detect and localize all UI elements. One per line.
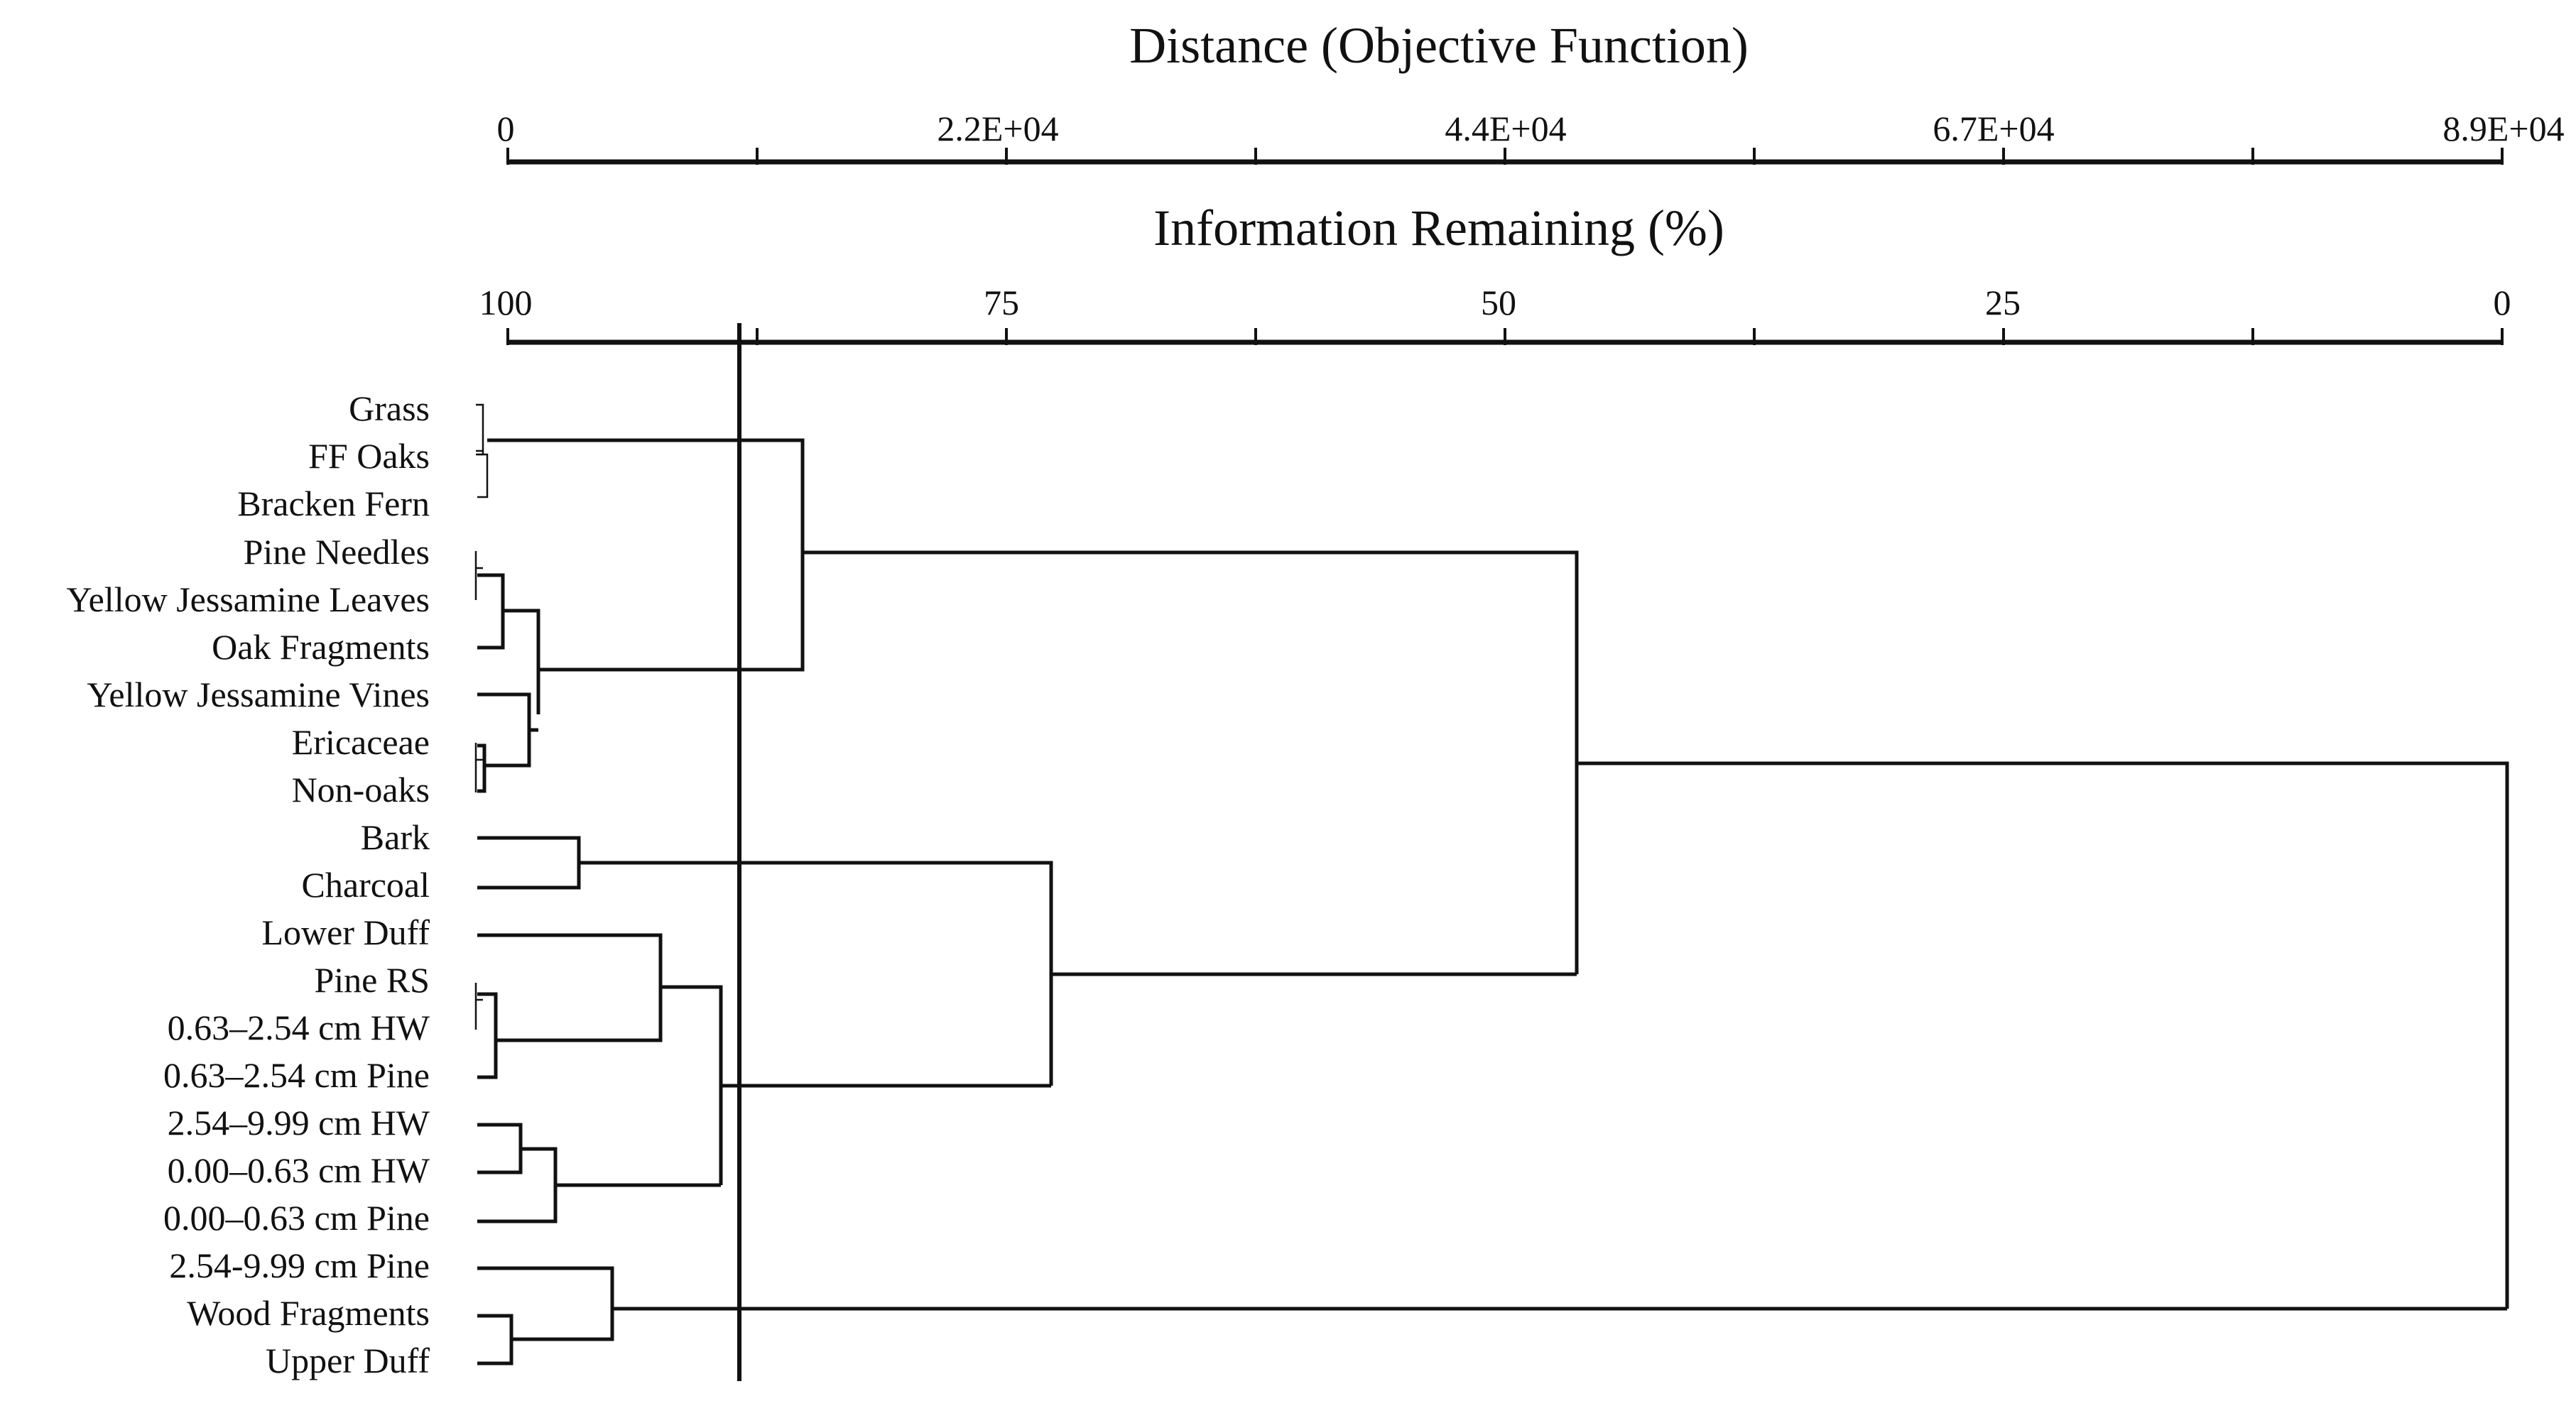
- leaf-label: 2.54–9.99 cm HW: [168, 1103, 430, 1143]
- dendrogram-link: [477, 1123, 523, 1174]
- dendrogram-link: [474, 983, 483, 1030]
- leaf-label: FF Oaks: [308, 436, 430, 476]
- distance-axis: 0 2.2E+04 4.4E+04 6.7E+04 8.9E+04: [497, 109, 2565, 165]
- information-tick-label: 25: [1985, 283, 2021, 322]
- information-tick-label: 0: [2494, 283, 2511, 322]
- dendrogram-link: [477, 573, 505, 650]
- leaf-label: Pine Needles: [244, 532, 430, 572]
- dendrogram-link: [487, 438, 805, 672]
- dendrogram-link: [477, 836, 581, 890]
- leaf-label: 0.63–2.54 cm Pine: [163, 1055, 430, 1095]
- leaf-label: Yellow Jessamine Vines: [87, 675, 430, 714]
- distance-axis-title: Distance (Objective Function): [1129, 17, 1749, 74]
- leaf-label: 0.00–0.63 cm Pine: [163, 1198, 430, 1238]
- dendrogram-link: [503, 609, 540, 714]
- dendrogram-tree: [474, 323, 2509, 1381]
- dendrogram-link: [474, 551, 483, 600]
- leaf-labels: Grass FF Oaks Bracken Fern Pine Needles …: [67, 388, 430, 1380]
- information-tick-label: 50: [1481, 283, 1516, 322]
- leaf-label: Non-oaks: [292, 770, 430, 809]
- leaf-label: Bark: [361, 817, 430, 857]
- leaf-label: Charcoal: [302, 865, 430, 905]
- dendrogram-link: [476, 403, 484, 456]
- leaf-label: Lower Duff: [262, 912, 430, 952]
- dendrogram-link: [474, 743, 483, 792]
- leaf-label: Bracken Fern: [237, 484, 430, 523]
- leaf-label: 2.54-9.99 cm Pine: [169, 1245, 430, 1285]
- information-tick-label: 100: [479, 283, 533, 322]
- dendrogram-link: [477, 1314, 513, 1365]
- dendrogram-link: [579, 861, 1053, 1086]
- dendrogram-link: [803, 550, 1579, 974]
- leaf-label: Ericaceae: [292, 722, 430, 762]
- leaf-label: 0.63–2.54 cm HW: [168, 1008, 430, 1047]
- leaf-label: Grass: [349, 388, 430, 428]
- dendrogram-link: [477, 743, 487, 793]
- dendrogram-link: [1577, 761, 2509, 1309]
- leaf-label: Pine RS: [314, 960, 430, 1000]
- leaf-label: Wood Fragments: [187, 1293, 430, 1333]
- information-tick-label: 75: [984, 283, 1019, 322]
- information-axis: 100 75 50 25 0: [479, 283, 2511, 345]
- dendrogram-link: [661, 985, 723, 1185]
- information-axis-title: Information Remaining (%): [1153, 200, 1724, 256]
- leaf-label: Oak Fragments: [212, 627, 430, 667]
- leaf-label: Yellow Jessamine Leaves: [67, 579, 430, 619]
- dendrogram-link: [477, 1266, 614, 1341]
- distance-tick-label: 0: [497, 109, 515, 148]
- distance-tick-label: 2.2E+04: [937, 109, 1058, 148]
- distance-tick-label: 6.7E+04: [1933, 109, 2054, 148]
- dendrogram-link: [477, 1147, 558, 1223]
- distance-tick-label: 4.4E+04: [1445, 109, 1566, 148]
- dendrogram-link: [477, 933, 663, 1042]
- dendrogram-link: [477, 992, 498, 1079]
- distance-tick-label: 8.9E+04: [2442, 109, 2564, 148]
- leaf-label: 0.00–0.63 cm HW: [168, 1150, 430, 1190]
- leaf-label: Upper Duff: [266, 1341, 430, 1380]
- dendrogram-link: [477, 453, 489, 498]
